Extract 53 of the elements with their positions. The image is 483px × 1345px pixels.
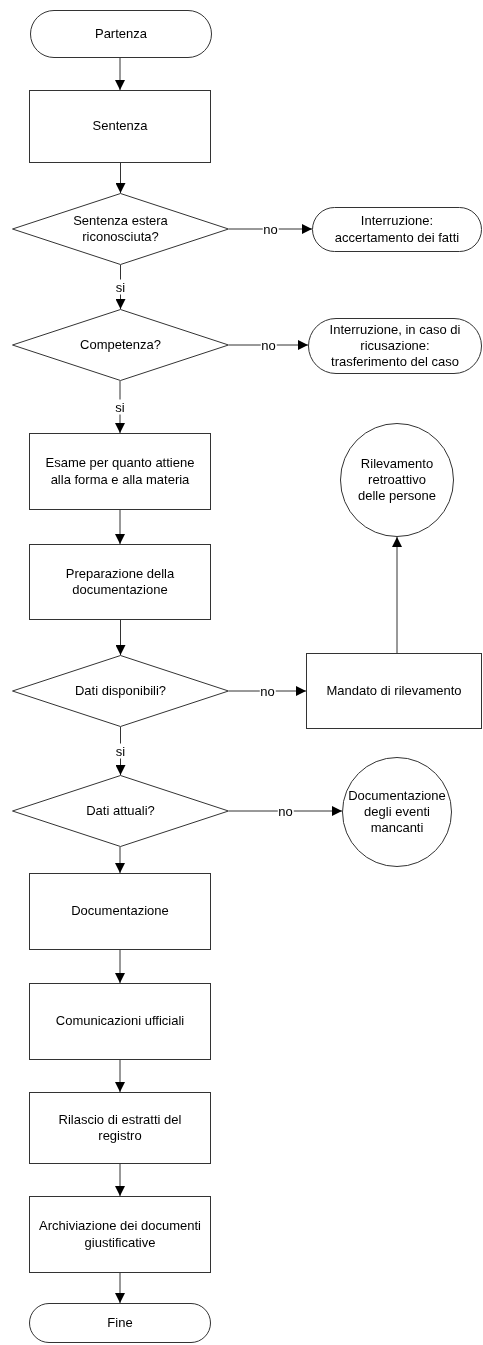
decision-diamond [12,193,229,265]
arrow [228,224,313,234]
node-text: Preparazione della documentazione [64,565,176,599]
terminator-shape [29,1303,211,1343]
process-box [29,433,211,510]
node-text: Fine [107,1314,133,1332]
process-box [29,1196,211,1273]
node-text: Sentenza [92,118,148,135]
arrow [115,1272,125,1304]
node-text: Competenza? [80,336,161,354]
process-box [29,1092,211,1164]
arrow [228,686,307,696]
decision-diamond [12,655,229,727]
terminator-shape [308,318,482,374]
node-text: Interruzione, in caso di ricusazione: trasferimento del caso [328,321,462,371]
node-text: Rilevamento retroattivo delle persone [356,455,438,505]
decision-diamond [12,309,229,381]
arrow [115,1059,125,1093]
arrow [115,57,125,91]
node-text: Dati attuali? [86,802,155,820]
edge-label: si [114,279,127,295]
process-box [29,544,211,620]
node-text: Comunicazioni ufficiali [55,1013,185,1030]
arrow [115,949,125,984]
arrow [115,1163,125,1197]
process-box [29,90,211,163]
node-text: Mandato di rilevamento [326,682,462,700]
arrow [115,619,126,656]
arrow [228,806,343,816]
terminator-shape [30,10,212,58]
node-text: Dati disponibili? [74,682,167,700]
edge-label: si [114,743,127,759]
decision-diamond [12,775,229,847]
arrow [115,509,125,545]
node-text: Partenza [94,25,147,43]
process-box [29,873,211,950]
node-text: Documentazione [71,903,169,920]
edge-label: si [114,399,126,415]
node-text: Archiviazione dei documenti giustificative [38,1218,202,1251]
process-box [306,653,482,729]
arrow [392,536,402,654]
arrow [115,726,126,776]
arrow [115,846,125,874]
node-text: Sentenza estera riconosciuta? [72,212,169,246]
arrow [115,380,125,434]
node-text: Rilascio di estratti del registro [57,1111,183,1145]
process-box [29,983,211,1060]
terminator-shape [312,207,482,252]
node-text: Documentazione degli eventi mancanti [348,787,446,837]
node-text: Esame per quanto attiene alla forma e alla materia [44,455,196,488]
arrow [115,162,126,194]
arrow [228,340,309,350]
node-text: Interruzione: accertamento dei fatti [333,213,461,246]
